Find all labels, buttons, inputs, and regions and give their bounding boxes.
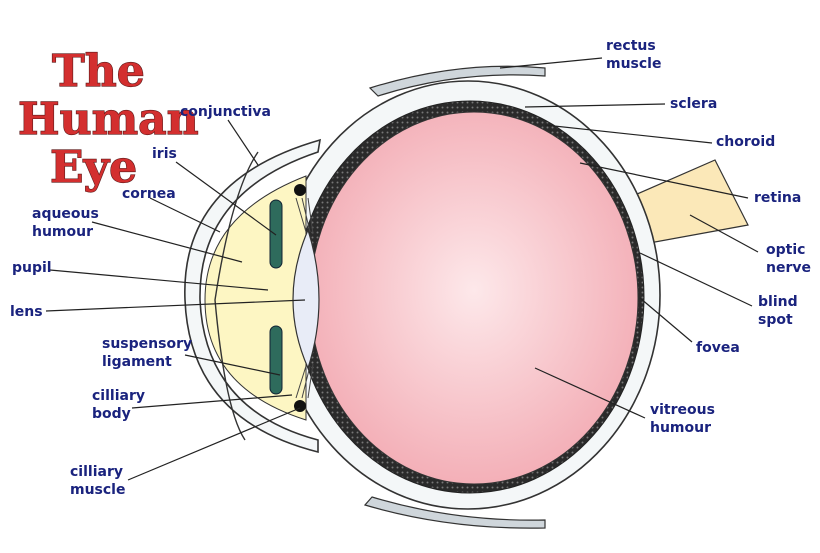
label-cilliary-body-1: cilliary (92, 388, 145, 404)
label-lens: lens (10, 304, 43, 320)
label-choroid: choroid (716, 134, 775, 150)
label-rectus-muscle-1: rectus (606, 38, 656, 54)
leader-lines (45, 57, 759, 481)
label-vitreous-humour-2: humour (650, 420, 711, 436)
label-blind-spot-1: blind (758, 294, 798, 310)
label-conjunctiva: conjunctiva (180, 104, 271, 120)
title-line-2: Human (18, 94, 199, 145)
label-aqueous-humour-1: aqueous (32, 206, 99, 222)
suspensory-ligament-lower (295, 363, 314, 399)
label-cilliary-muscle-2: muscle (70, 482, 125, 498)
iris-upper (269, 199, 283, 269)
label-fovea: fovea (696, 340, 740, 356)
label-vitreous-humour-1: vitreous (650, 402, 715, 418)
label-iris: iris (152, 146, 177, 162)
label-optic-nerve-2: nerve (766, 260, 811, 276)
label-blind-spot-2: spot (758, 312, 793, 328)
rectus-muscle-bottom (363, 496, 546, 529)
label-cilliary-body-2: body (92, 406, 131, 422)
label-aqueous-humour-2: humour (32, 224, 93, 240)
conjunctiva (214, 151, 259, 441)
title-line-1: The (52, 46, 145, 97)
vitreous-humour (309, 111, 639, 485)
label-pupil: pupil (12, 260, 52, 276)
label-rectus-muscle-2: muscle (606, 56, 661, 72)
label-cornea: cornea (122, 186, 176, 202)
suspensory-ligament-upper (295, 197, 314, 235)
label-retina: retina (754, 190, 801, 206)
rectus-muscle-top (368, 65, 546, 97)
cornea (184, 138, 321, 454)
iris-lower (269, 325, 283, 395)
title-line-3: Eye (50, 142, 137, 193)
labels: rectus muscle sclera choroid retina opti… (10, 38, 811, 498)
label-suspensory-ligament-2: ligament (102, 354, 172, 370)
cilliary-body-upper (294, 184, 306, 196)
label-cilliary-muscle-1: cilliary (70, 464, 123, 480)
label-optic-nerve-1: optic (766, 242, 805, 258)
label-sclera: sclera (670, 96, 717, 112)
lens (292, 228, 320, 370)
label-suspensory-ligament-1: suspensory (102, 336, 192, 352)
